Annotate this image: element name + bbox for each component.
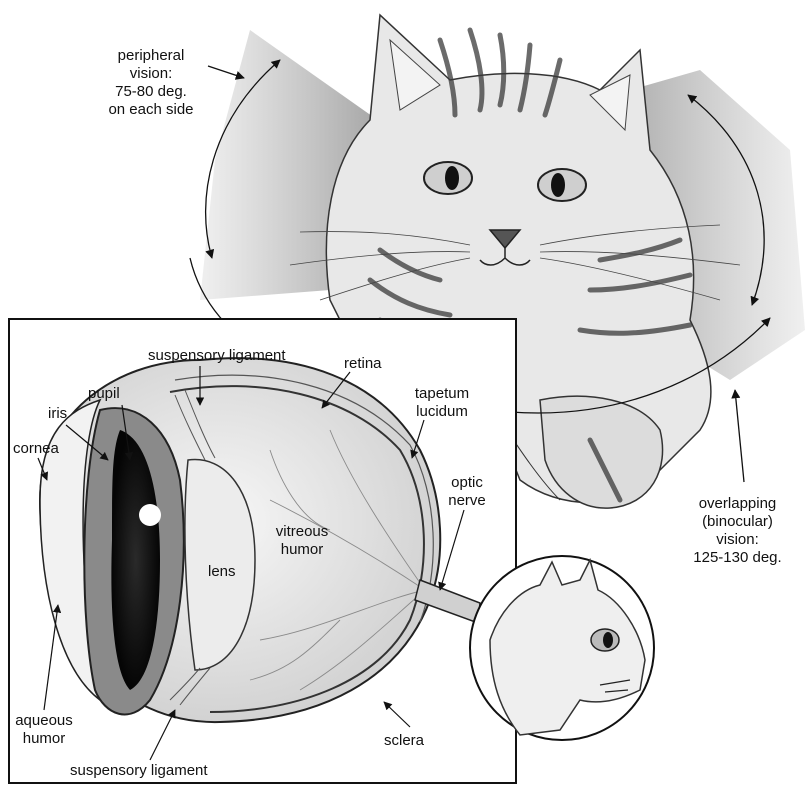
label-pupil: pupil <box>88 385 120 403</box>
overlapping-line-2: (binocular) <box>680 513 795 531</box>
overlapping-line-1: overlapping <box>680 495 795 513</box>
label-optic-nerve: optic nerve <box>442 474 492 510</box>
label-tapetum-lucidum: tapetum lucidum <box>404 385 480 421</box>
aqueous-line-1: aqueous <box>8 712 80 730</box>
aqueous-line-2: humor <box>8 730 80 748</box>
label-aqueous-humor: aqueous humor <box>8 712 80 748</box>
tapetum-line-1: tapetum <box>404 385 480 403</box>
overlapping-vision-label: overlapping (binocular) vision: 125-130 … <box>680 495 795 567</box>
peripheral-line-3: 75-80 deg. <box>96 83 206 101</box>
peripheral-vision-label: peripheral vision: 75-80 deg. on each si… <box>96 47 206 119</box>
vitreous-line-1: vitreous <box>262 523 342 541</box>
peripheral-line-1: peripheral <box>96 47 206 65</box>
tapetum-line-2: lucidum <box>404 403 480 421</box>
optic-line-1: optic <box>442 474 492 492</box>
optic-line-2: nerve <box>442 492 492 510</box>
label-cornea: cornea <box>13 440 59 458</box>
label-suspensory-ligament-bottom: suspensory ligament <box>70 762 208 780</box>
label-iris: iris <box>48 405 67 423</box>
label-lens: lens <box>208 563 236 581</box>
peripheral-line-4: on each side <box>96 101 206 119</box>
label-vitreous-humor: vitreous humor <box>262 523 342 559</box>
cat-eye-section-inset <box>470 556 654 740</box>
label-sclera: sclera <box>384 732 424 750</box>
overlapping-line-4: 125-130 deg. <box>680 549 795 567</box>
overlapping-line-3: vision: <box>680 531 795 549</box>
label-suspensory-ligament-top: suspensory ligament <box>148 347 286 365</box>
peripheral-pointer <box>208 66 244 78</box>
overlapping-pointer <box>735 390 744 482</box>
vitreous-line-2: humor <box>262 541 342 559</box>
label-retina: retina <box>344 355 382 373</box>
peripheral-line-2: vision: <box>96 65 206 83</box>
